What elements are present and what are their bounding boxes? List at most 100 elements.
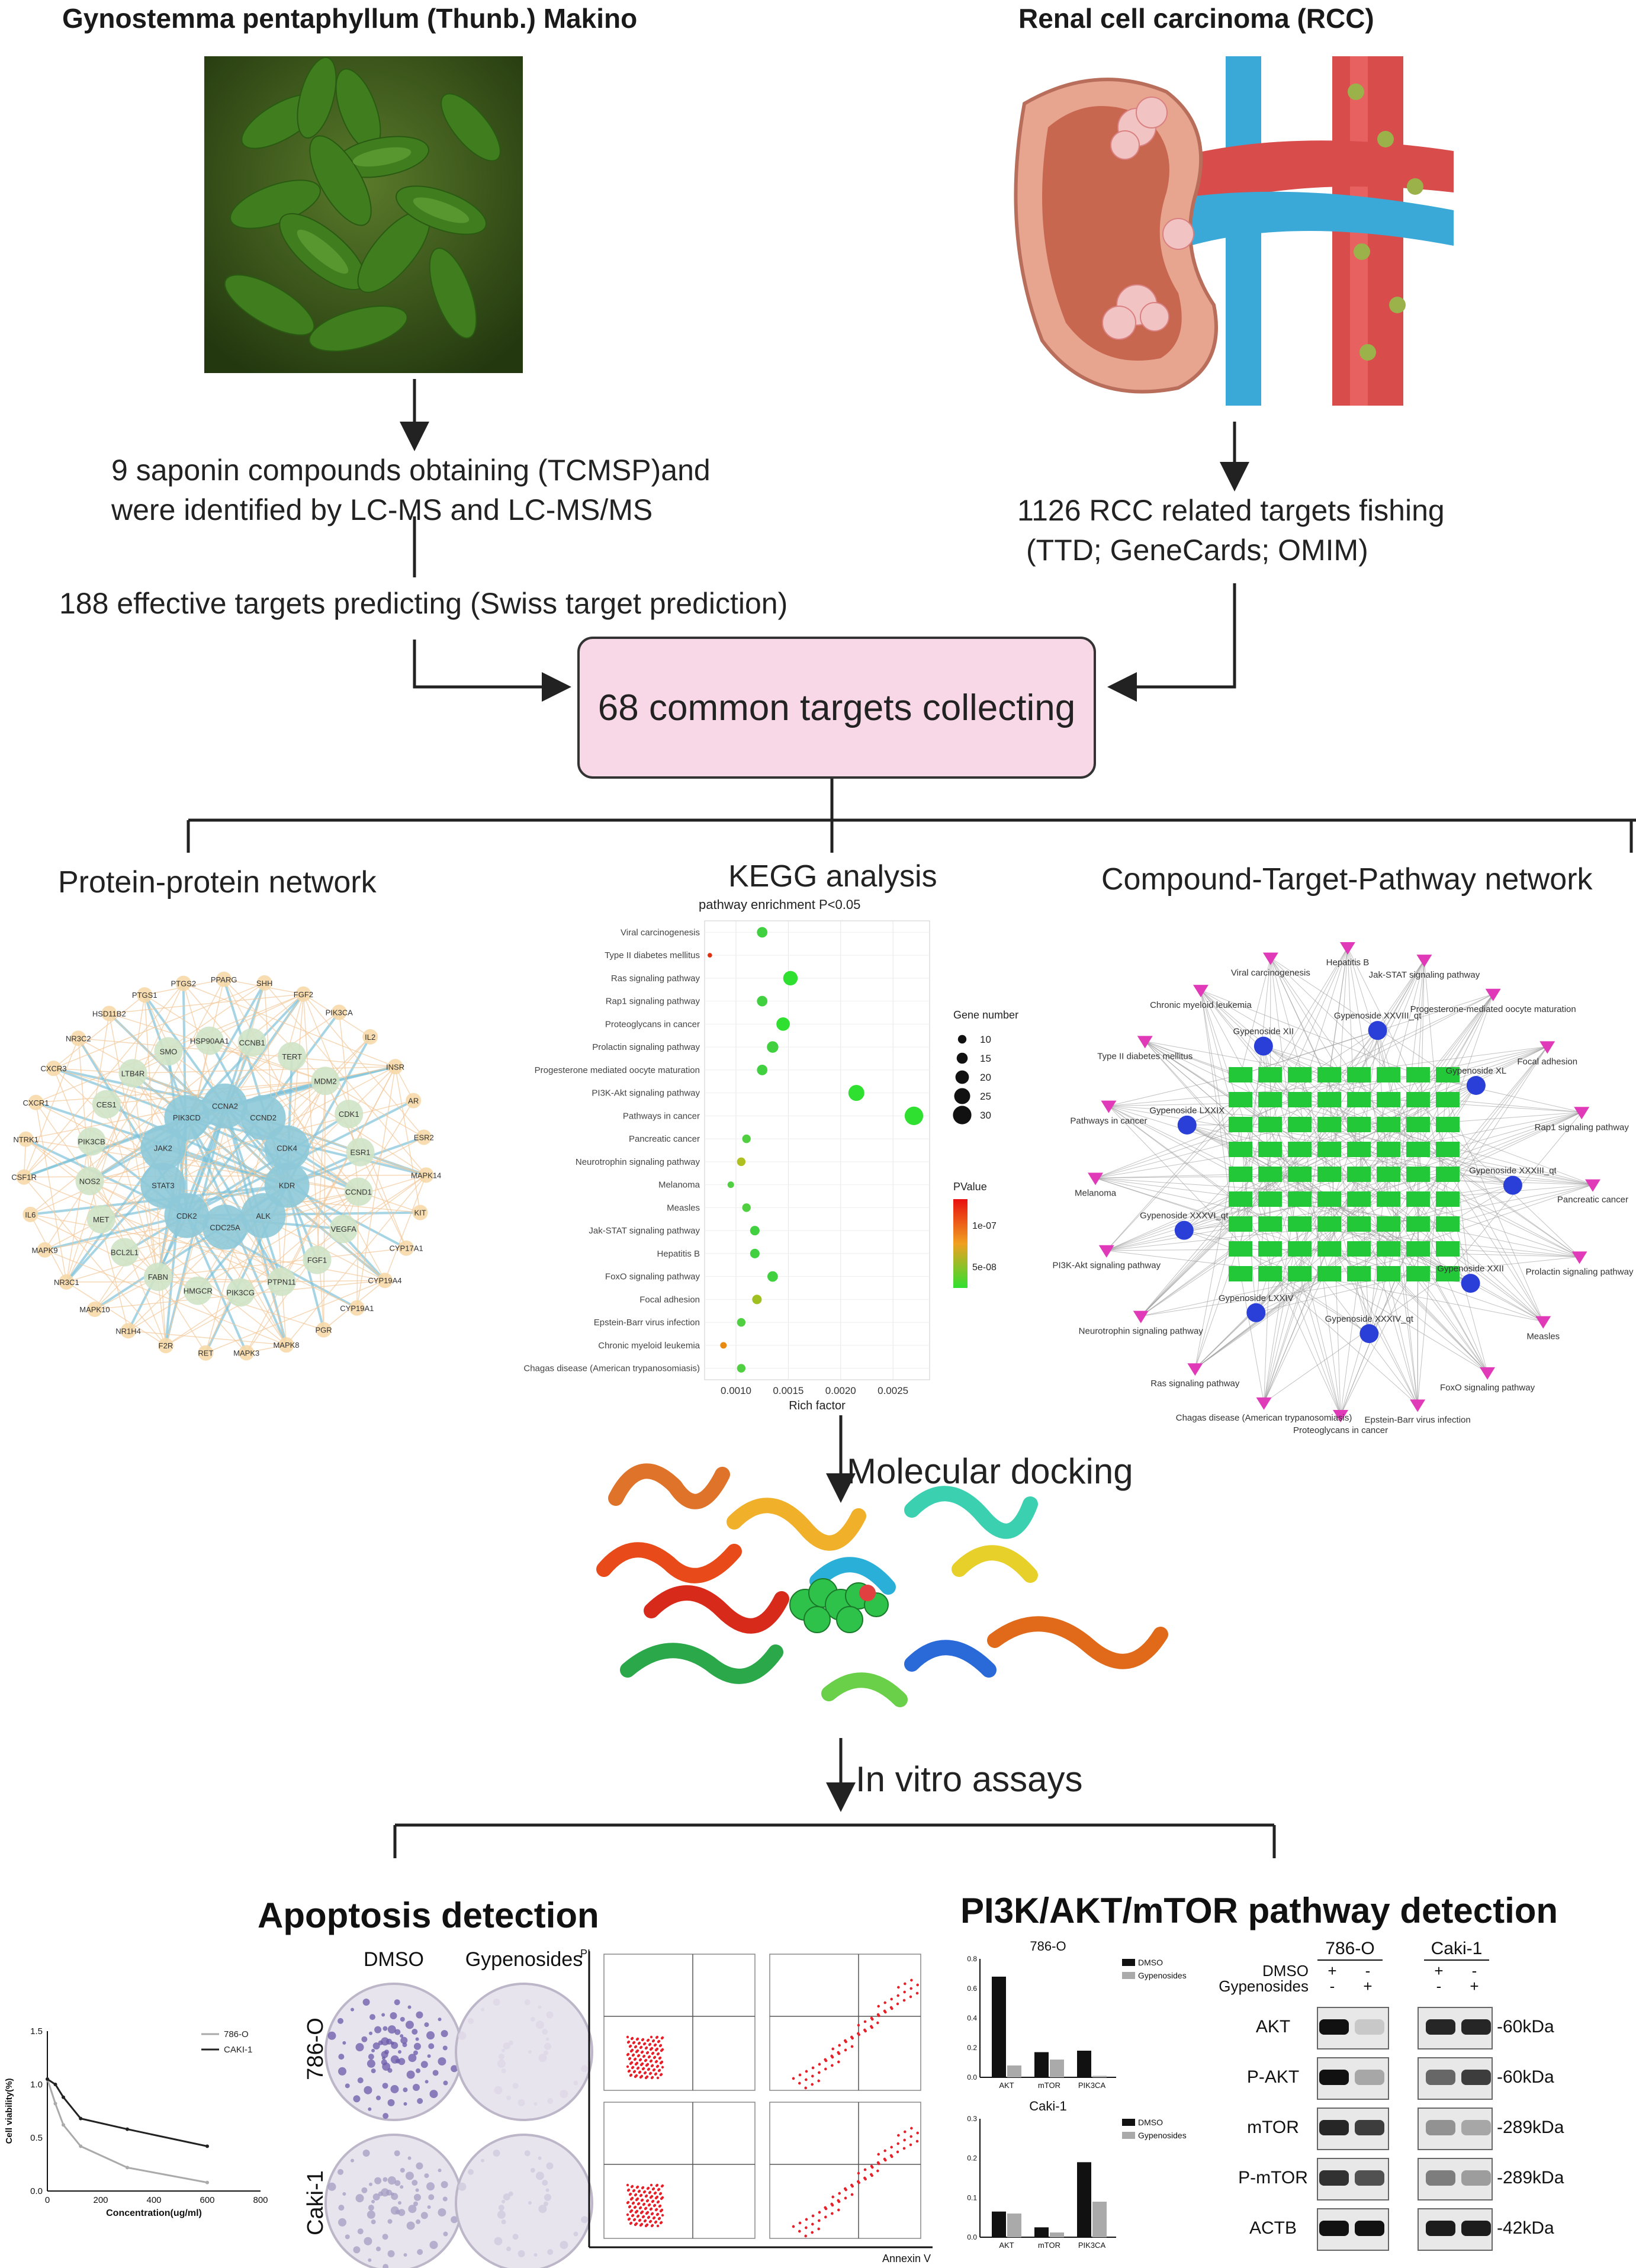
- ctp-target-node: [1317, 1142, 1341, 1157]
- flow-event: [655, 2197, 657, 2199]
- flow-event: [864, 2030, 866, 2032]
- kegg-size-legend-label: 20: [980, 1072, 991, 1083]
- flow-event: [650, 2036, 653, 2038]
- flow-event: [642, 2216, 644, 2218]
- flow-event: [651, 2200, 654, 2203]
- kegg-category-label: Prolactin signaling pathway: [592, 1042, 700, 1052]
- colony-dot: [544, 2043, 551, 2050]
- bar: [1050, 2060, 1064, 2077]
- colony-dot: [338, 2218, 346, 2227]
- bar-category-label: PIK3CA: [1078, 2081, 1106, 2090]
- flow-event: [798, 2230, 801, 2232]
- colony-dot: [371, 2068, 376, 2073]
- colony-dot: [371, 2200, 375, 2203]
- flow-event: [627, 2189, 629, 2192]
- bar-category-label: AKT: [999, 2241, 1014, 2250]
- colony-plate: [326, 2135, 462, 2268]
- colony-dot: [426, 2182, 435, 2190]
- flow-event: [844, 2197, 847, 2199]
- bar: [1007, 2065, 1021, 2077]
- colony-dot: [356, 2194, 364, 2202]
- colony-dot: [426, 2031, 435, 2039]
- colony-plate: [326, 1984, 462, 2120]
- ppi-node-label: PTGS2: [171, 979, 196, 988]
- flow-event: [646, 2052, 648, 2054]
- bar-y-tick: 0.4: [967, 2014, 977, 2022]
- wb-band: [1426, 2019, 1455, 2035]
- flow-plot: [770, 1954, 921, 2090]
- bar: [1034, 2227, 1049, 2237]
- bar: [1092, 2202, 1107, 2237]
- flow-event: [837, 2061, 840, 2063]
- flow-event: [652, 2188, 654, 2190]
- colony-dot: [406, 2171, 414, 2180]
- ctp-compound-label: Gypenoside XXII: [1437, 1264, 1504, 1274]
- flow-event: [799, 2222, 801, 2224]
- colony-dot: [502, 2068, 506, 2073]
- colony-dot: [443, 2232, 448, 2237]
- flow-event: [660, 2210, 662, 2212]
- kegg-x-tick: 0.0020: [825, 1385, 856, 1396]
- common-targets-text: 68 common targets collecting: [598, 687, 1075, 729]
- ctp-target-node: [1317, 1191, 1341, 1207]
- kegg-category-label: Hepatitis B: [657, 1249, 700, 1259]
- flow-event: [658, 2070, 660, 2072]
- colony-dot: [416, 2068, 420, 2073]
- flow-event: [811, 2223, 814, 2225]
- bar: [1092, 2076, 1107, 2078]
- colony-dot: [497, 2211, 506, 2219]
- ctp-target-node: [1288, 1241, 1312, 1257]
- flow-event: [653, 2217, 655, 2219]
- ctp-target-node: [1436, 1191, 1460, 1207]
- flow-event: [661, 2066, 664, 2068]
- ctp-pathway-label: Chronic myeloid leukemia: [1150, 1000, 1252, 1010]
- ppi-node-label: KDR: [279, 1181, 295, 1190]
- ctp-target-node: [1317, 1266, 1341, 1281]
- ctp-edge: [1341, 1274, 1359, 1415]
- colony-dot: [513, 2234, 519, 2240]
- ctp-pathway-label: Chagas disease (American trypanosomiasis…: [1176, 1413, 1352, 1423]
- flow-event: [844, 2041, 847, 2043]
- ctp-compound-node: [1178, 1116, 1197, 1135]
- ppi-node-label: MAPK3: [233, 1348, 259, 1357]
- kegg-size-legend-label: 15: [980, 1053, 991, 1064]
- ppi-node-label: PIK3CD: [173, 1113, 201, 1122]
- colony-dot: [376, 2247, 381, 2251]
- colony-dot: [416, 2189, 419, 2192]
- kegg-size-legend-title: Gene number: [953, 1009, 1018, 1021]
- ctp-target-node: [1317, 1241, 1341, 1257]
- via-point: [79, 2117, 82, 2121]
- flow-event: [811, 2083, 813, 2086]
- flow-event: [837, 2209, 840, 2211]
- ppi-node-label: IL6: [25, 1210, 36, 1219]
- flow-event: [831, 2196, 834, 2198]
- colony-dot: [381, 2060, 387, 2065]
- flow-event: [634, 2046, 637, 2048]
- wb-sign: +: [1470, 1977, 1478, 1995]
- colony-dot: [528, 2050, 532, 2054]
- flow-event: [630, 2050, 632, 2052]
- colony-dot: [403, 2087, 407, 2092]
- kegg-size-legend-label: 10: [980, 1034, 991, 1045]
- flow-event: [656, 2214, 658, 2216]
- flow-event: [657, 2077, 659, 2079]
- flow-event: [647, 2068, 650, 2071]
- flow-event: [811, 2231, 813, 2234]
- kegg-category-label: Progesterone mediated oocyte maturation: [535, 1065, 700, 1075]
- colony-dot: [391, 2042, 398, 2049]
- flow-event: [646, 2200, 648, 2202]
- kegg-size-legend-dot: [958, 1035, 966, 1043]
- ppi-node-label: BCL2L1: [111, 1248, 139, 1257]
- flow-event: [638, 2219, 641, 2222]
- colony-dot: [428, 2205, 431, 2209]
- flow-event: [884, 2159, 886, 2161]
- flow-event: [831, 2056, 834, 2058]
- ctp-compound-node: [1503, 1176, 1522, 1195]
- ctp-edge: [1329, 1249, 1543, 1322]
- wb-protein-label: AKT: [1256, 2017, 1290, 2036]
- kegg-point: [742, 1135, 750, 1143]
- ppi-node-label: HSP90AA1: [190, 1036, 229, 1045]
- colony-dot: [353, 2095, 360, 2102]
- ppi-node-label: CDK2: [176, 1212, 197, 1220]
